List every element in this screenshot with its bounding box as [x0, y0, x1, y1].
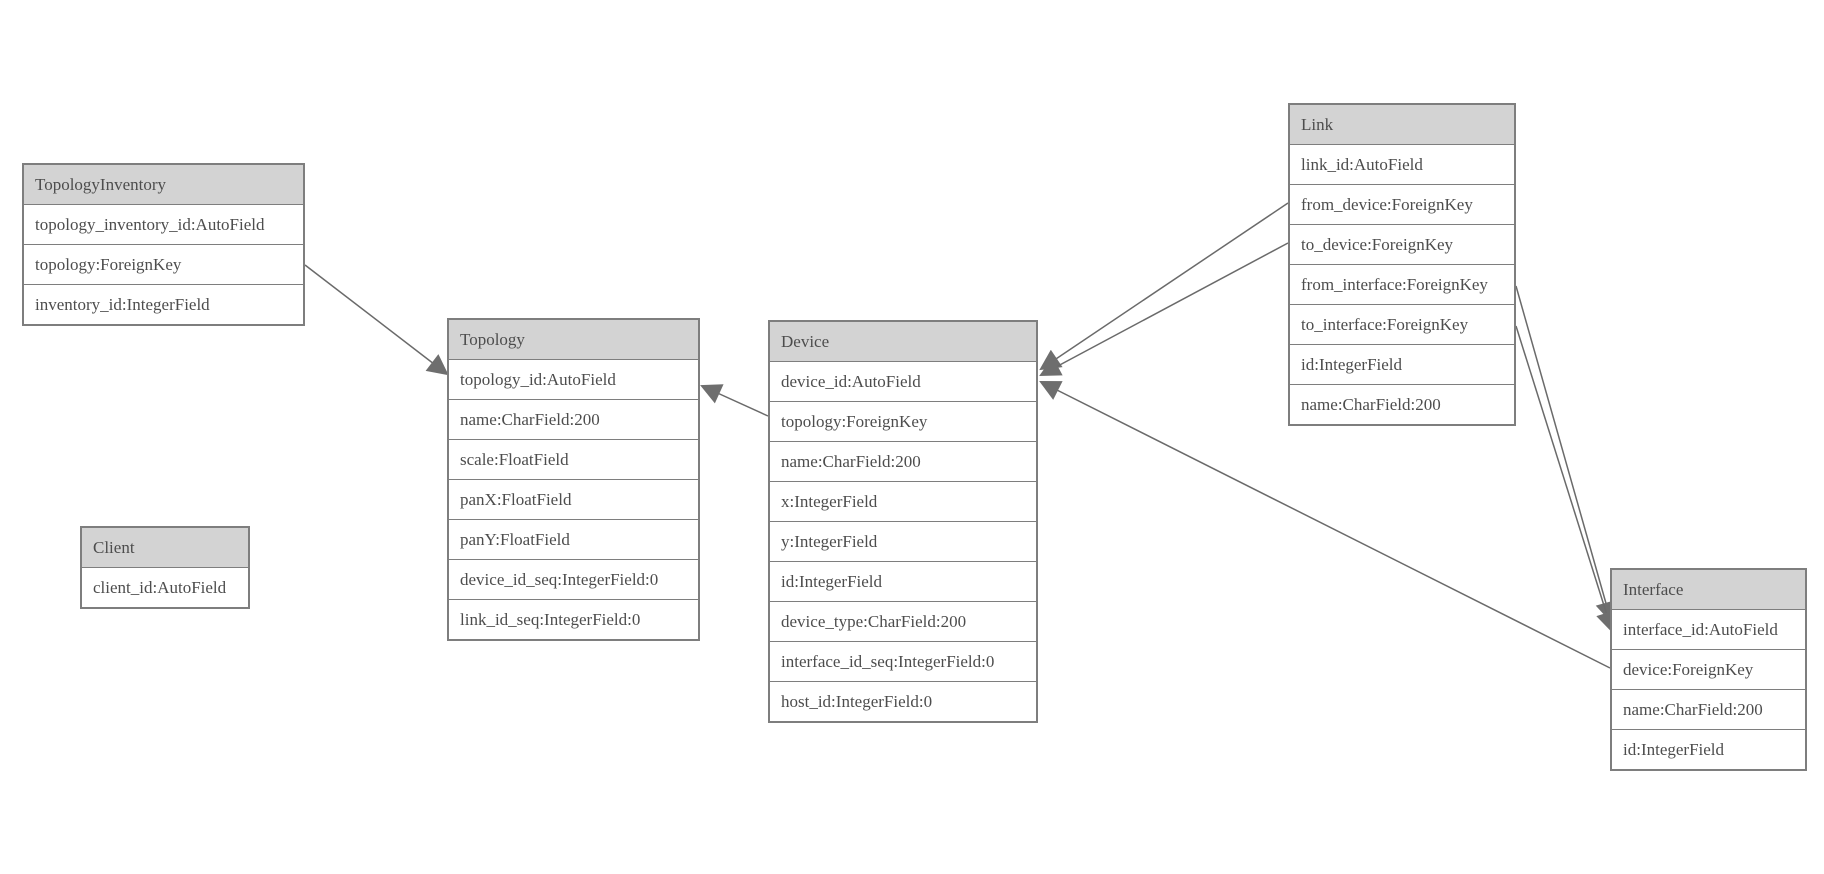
entity-field: client_id:AutoField [82, 567, 248, 607]
entity-field: topology_id:AutoField [449, 359, 698, 399]
entity-field: panY:FloatField [449, 519, 698, 559]
entity-field: panX:FloatField [449, 479, 698, 519]
arrow-link-from_device-to-device [1039, 202, 1289, 371]
entity-field: interface_id:AutoField [1612, 609, 1805, 649]
arrow-link-from_interface-to-interface [1515, 285, 1616, 624]
entity-client-title: Client [82, 528, 248, 567]
entity-topologyinventory: TopologyInventory topology_inventory_id:… [22, 163, 305, 326]
entity-link-title: Link [1290, 105, 1514, 144]
entity-field: device_type:CharField:200 [770, 601, 1036, 641]
entity-field: scale:FloatField [449, 439, 698, 479]
entity-field: id:IntegerField [1290, 344, 1514, 384]
entity-field: topology_inventory_id:AutoField [24, 204, 303, 244]
entity-topology: Topology topology_id:AutoField name:Char… [447, 318, 700, 641]
entity-field: from_interface:ForeignKey [1290, 264, 1514, 304]
entity-field: id:IntegerField [770, 561, 1036, 601]
entity-field: name:CharField:200 [1612, 689, 1805, 729]
entity-field: to_interface:ForeignKey [1290, 304, 1514, 344]
entity-field: link_id_seq:IntegerField:0 [449, 599, 698, 639]
entity-field: interface_id_seq:IntegerField:0 [770, 641, 1036, 681]
entity-field: name:CharField:200 [770, 441, 1036, 481]
entity-field: topology:ForeignKey [770, 401, 1036, 441]
entity-topology-title: Topology [449, 320, 698, 359]
entity-field: device_id_seq:IntegerField:0 [449, 559, 698, 599]
entity-field: name:CharField:200 [1290, 384, 1514, 424]
entity-field: id:IntegerField [1612, 729, 1805, 769]
entity-device: Device device_id:AutoField topology:Fore… [768, 320, 1038, 723]
entity-field: from_device:ForeignKey [1290, 184, 1514, 224]
entity-field: link_id:AutoField [1290, 144, 1514, 184]
entity-field: y:IntegerField [770, 521, 1036, 561]
entity-interface-title: Interface [1612, 570, 1805, 609]
entity-field: to_device:ForeignKey [1290, 224, 1514, 264]
entity-link: Link link_id:AutoField from_device:Forei… [1288, 103, 1516, 426]
entity-field: topology:ForeignKey [24, 244, 303, 284]
arrow-topologyinventory-topology-to-topology [304, 264, 449, 376]
entity-topologyinventory-title: TopologyInventory [24, 165, 303, 204]
entity-device-title: Device [770, 322, 1036, 361]
arrow-link-to_device-to-device [1039, 242, 1289, 376]
entity-field: name:CharField:200 [449, 399, 698, 439]
entity-interface: Interface interface_id:AutoField device:… [1610, 568, 1807, 771]
arrow-link-to_interface-to-interface [1515, 325, 1617, 634]
entity-field: x:IntegerField [770, 481, 1036, 521]
entity-field: host_id:IntegerField:0 [770, 681, 1036, 721]
arrow-device-topology-to-topology [700, 384, 769, 417]
entity-field: device:ForeignKey [1612, 649, 1805, 689]
entity-field: device_id:AutoField [770, 361, 1036, 401]
entity-field: inventory_id:IntegerField [24, 284, 303, 324]
entity-client: Client client_id:AutoField [80, 526, 250, 609]
